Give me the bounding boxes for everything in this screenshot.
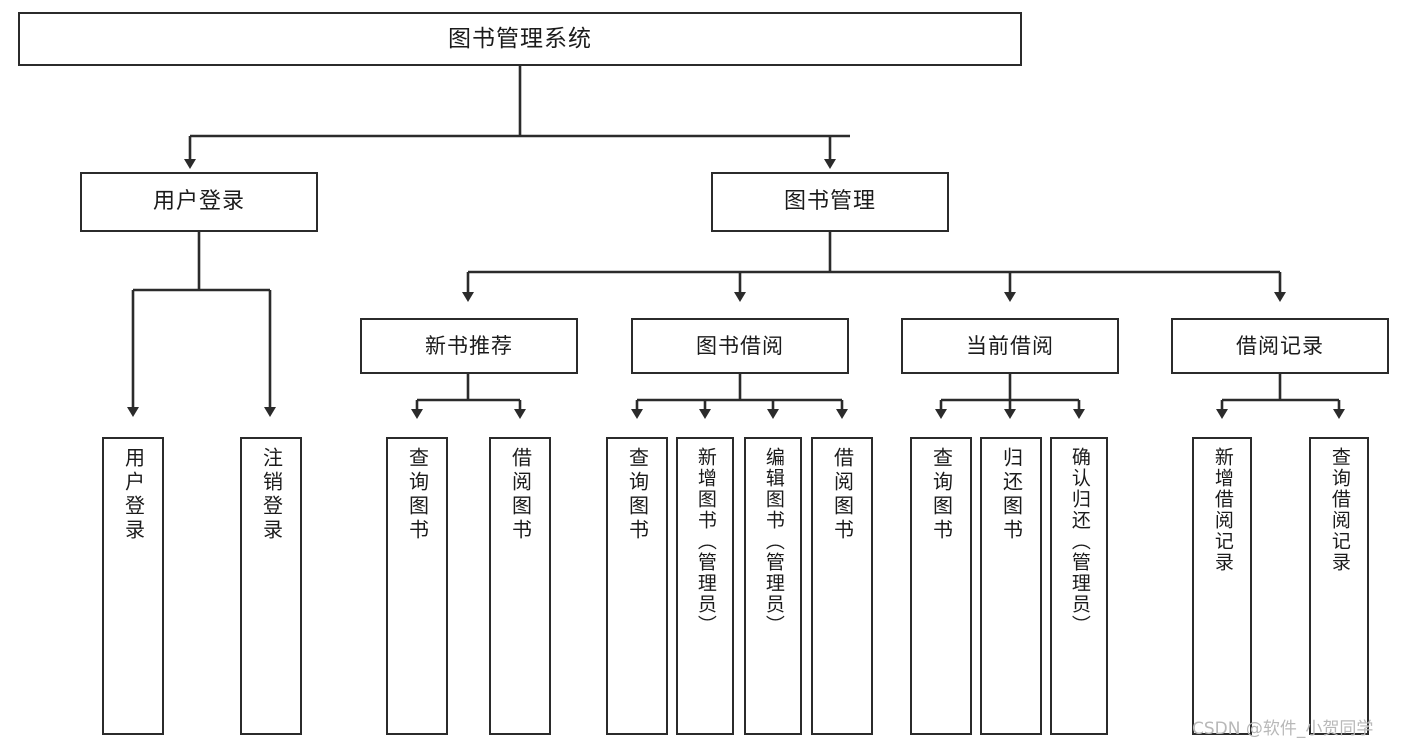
node-book-manage-label: 图书管理 xyxy=(783,189,876,215)
node-user-login[interactable]: 用户登录 xyxy=(80,172,318,232)
node-leaf-return-book[interactable]: 归还图书 xyxy=(980,437,1042,735)
node-leaf-borrow-book-2-label: 借阅图书 xyxy=(830,447,855,543)
node-leaf-query-book-3-label: 查询图书 xyxy=(929,447,954,543)
node-leaf-confirm-return[interactable]: 确认归还（管理员） xyxy=(1050,437,1108,735)
node-user-login-label: 用户登录 xyxy=(152,189,245,215)
node-leaf-add-book-label: 新增图书（管理员） xyxy=(694,447,717,636)
node-leaf-edit-book[interactable]: 编辑图书（管理员） xyxy=(744,437,802,735)
node-root-label: 图书管理系统 xyxy=(448,25,592,52)
watermark-text: CSDN @软件_小贺同学 xyxy=(1192,719,1374,739)
node-leaf-query-record-label: 查询借阅记录 xyxy=(1328,447,1351,573)
node-borrow-record-label: 借阅记录 xyxy=(1236,333,1324,358)
node-book-borrow-label: 图书借阅 xyxy=(696,333,784,358)
node-current-borrow-label: 当前借阅 xyxy=(966,333,1054,358)
node-leaf-query-book-1[interactable]: 查询图书 xyxy=(386,437,448,735)
node-leaf-user-login[interactable]: 用户登录 xyxy=(102,437,164,735)
node-leaf-borrow-book-1-label: 借阅图书 xyxy=(508,447,533,543)
node-leaf-query-record[interactable]: 查询借阅记录 xyxy=(1309,437,1369,735)
node-leaf-add-book[interactable]: 新增图书（管理员） xyxy=(676,437,734,735)
node-leaf-user-login-label: 用户登录 xyxy=(121,447,146,543)
node-leaf-borrow-book-2[interactable]: 借阅图书 xyxy=(811,437,873,735)
node-new-book-rec[interactable]: 新书推荐 xyxy=(360,318,578,374)
node-leaf-borrow-book-1[interactable]: 借阅图书 xyxy=(489,437,551,735)
node-leaf-query-book-1-label: 查询图书 xyxy=(405,447,430,543)
node-leaf-add-record[interactable]: 新增借阅记录 xyxy=(1192,437,1252,735)
node-root[interactable]: 图书管理系统 xyxy=(18,12,1022,66)
node-new-book-rec-label: 新书推荐 xyxy=(425,333,513,358)
node-current-borrow[interactable]: 当前借阅 xyxy=(901,318,1119,374)
node-leaf-logout-label: 注销登录 xyxy=(259,447,284,543)
node-borrow-record[interactable]: 借阅记录 xyxy=(1171,318,1389,374)
node-leaf-query-book-2-label: 查询图书 xyxy=(625,447,650,543)
node-leaf-confirm-return-label: 确认归还（管理员） xyxy=(1068,447,1091,636)
node-leaf-return-book-label: 归还图书 xyxy=(999,447,1024,543)
node-book-borrow[interactable]: 图书借阅 xyxy=(631,318,849,374)
node-leaf-query-book-2[interactable]: 查询图书 xyxy=(606,437,668,735)
node-leaf-logout[interactable]: 注销登录 xyxy=(240,437,302,735)
node-leaf-add-record-label: 新增借阅记录 xyxy=(1211,447,1234,573)
node-book-manage[interactable]: 图书管理 xyxy=(711,172,949,232)
node-leaf-edit-book-label: 编辑图书（管理员） xyxy=(762,447,785,636)
node-leaf-query-book-3[interactable]: 查询图书 xyxy=(910,437,972,735)
